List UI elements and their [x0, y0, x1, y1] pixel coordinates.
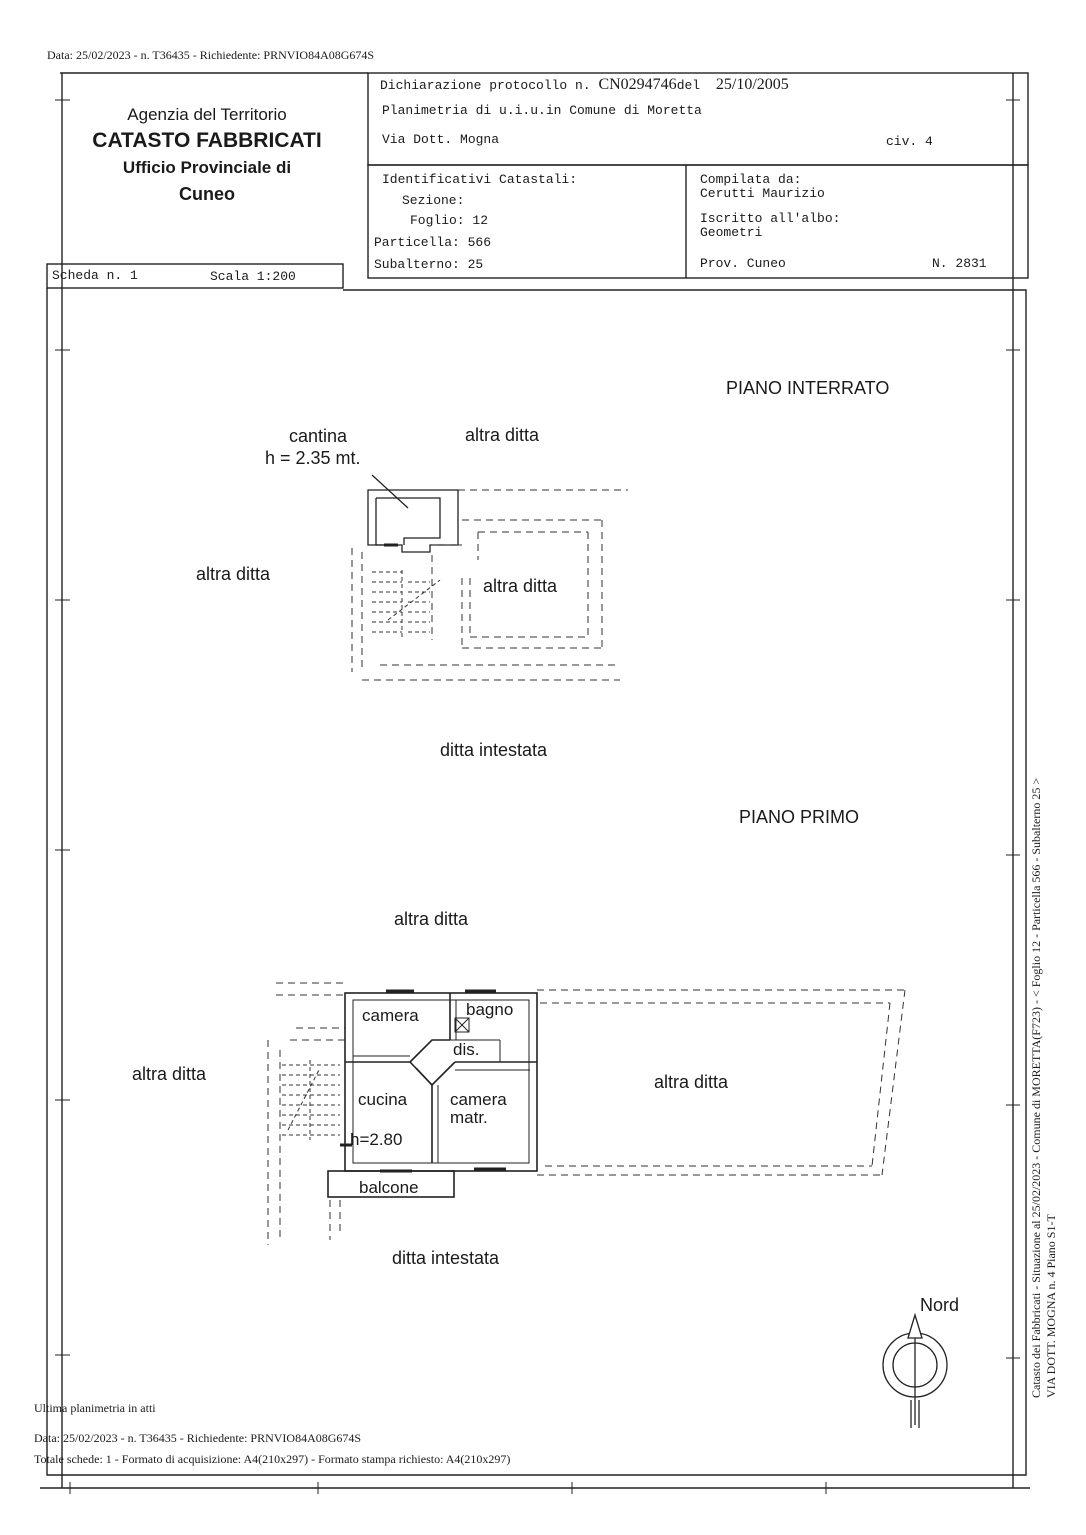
nord-label: Nord	[920, 1295, 960, 1315]
scheda-number: Scheda n. 1	[52, 268, 138, 283]
room-bagno: bagno	[466, 1000, 514, 1019]
footer-totale: Totale schede: 1 - Formato di acquisizio…	[34, 1452, 511, 1466]
side-text-line1: Catasto dei Fabbricati - Situazione al 2…	[1029, 777, 1043, 1398]
first-floor-stairs	[282, 1060, 340, 1140]
ufficio-city: Cuneo	[179, 184, 235, 204]
protocol-prefix: Dichiarazione protocollo n.	[380, 78, 591, 93]
basement-stairs	[372, 570, 441, 640]
iscritto-label: Iscritto all'albo:	[700, 211, 841, 226]
compilata-title: Compilata da:	[700, 172, 802, 187]
footer-ultima: Ultima planimetria in atti	[34, 1401, 156, 1415]
main-frame	[46, 288, 1027, 1476]
protocol-del: del	[676, 78, 701, 93]
numero-value: N. 2831	[932, 256, 987, 271]
altra-ditta-label: altra ditta	[132, 1064, 207, 1084]
room-camera-matr-suffix: matr.	[450, 1108, 488, 1127]
header-box-bottom	[367, 164, 1029, 279]
room-cucina-height: h=2.80	[350, 1130, 403, 1149]
cantina-height: h = 2.35 mt.	[265, 448, 361, 468]
agency-name: Agenzia del Territorio	[127, 105, 287, 124]
top-meta: Data: 25/02/2023 - n. T36435 - Richieden…	[47, 48, 375, 62]
planimetria-line: Planimetria di u.i.u.in Comune di Morett…	[382, 103, 702, 118]
north-arrow-icon	[882, 1312, 948, 1428]
footer-data: Data: 25/02/2023 - n. T36435 - Richieden…	[34, 1431, 362, 1445]
agency-block: Agenzia del Territorio CATASTO FABBRICAT…	[60, 104, 354, 208]
piano-primo-title: PIANO PRIMO	[739, 807, 860, 827]
protocol-date: 25/10/2005	[715, 76, 789, 93]
piano-interrato-title: PIANO INTERRATO	[726, 378, 890, 398]
altra-ditta-label: altra ditta	[465, 425, 540, 445]
scala: Scala 1:200	[210, 269, 296, 284]
subalterno: Subalterno: 25	[374, 257, 484, 272]
room-camera: camera	[362, 1006, 419, 1025]
altra-ditta-label: altra ditta	[654, 1072, 729, 1092]
basement-plan	[367, 474, 459, 553]
scheda-box	[46, 263, 344, 289]
prov-value: Prov. Cuneo	[700, 256, 786, 271]
altra-ditta-label: altra ditta	[483, 576, 558, 596]
ufficio-label: Ufficio Provinciale di	[122, 158, 292, 177]
protocol-number: CN0294746	[598, 76, 677, 93]
via-line: Via Dott. Mogna	[382, 132, 500, 147]
side-text-line2: VIA DOTT. MOGNA n. 4 Piano S1-T	[1044, 1214, 1058, 1398]
foglio: Foglio: 12	[410, 213, 489, 228]
compilata-name: Cerutti Maurizio	[700, 186, 825, 201]
altra-ditta-label: altra ditta	[196, 564, 271, 584]
cantina-label: cantina	[289, 426, 348, 446]
room-cucina: cucina	[358, 1090, 408, 1109]
albo-value: Geometri	[700, 225, 763, 240]
protocol-line: Dichiarazione protocollo n. CN0294746del…	[380, 76, 789, 94]
sezione: Sezione:	[402, 193, 465, 208]
room-balcone: balcone	[359, 1178, 419, 1197]
ditta-intestata-label: ditta intestata	[392, 1248, 500, 1268]
ditta-intestata-label: ditta intestata	[440, 740, 548, 760]
catasto-title: CATASTO FABBRICATI	[92, 129, 322, 152]
identificativi-title: Identificativi Catastali:	[382, 172, 578, 187]
room-disimpegno: dis.	[453, 1040, 480, 1059]
room-camera-matr: camera	[450, 1090, 507, 1109]
first-floor-plan	[327, 989, 538, 1198]
particella: Particella: 566	[374, 235, 492, 250]
civ-line: civ. 4	[886, 134, 933, 149]
altra-ditta-label: altra ditta	[394, 909, 469, 929]
